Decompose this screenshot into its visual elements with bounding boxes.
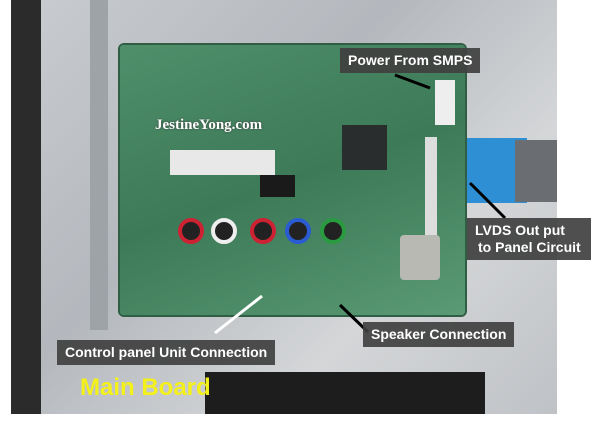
rca-red	[178, 218, 204, 244]
rca-white	[211, 218, 237, 244]
lvds-label-line1: LVDS Out put	[475, 222, 565, 238]
tuner	[400, 235, 440, 280]
lvds-arrow	[468, 181, 507, 220]
metal-rail	[90, 0, 108, 330]
chassis-edge	[11, 0, 41, 414]
rca-blue	[285, 218, 311, 244]
main-board-title: Main Board	[80, 374, 211, 401]
hdmi-port	[260, 175, 295, 197]
control-panel-label: Control panel Unit Connection	[57, 340, 276, 365]
lvds-connector	[425, 137, 437, 237]
control-panel-arrow	[214, 294, 263, 335]
rca-red-2	[250, 218, 276, 244]
lvds-label: LVDS Out put to Panel Circuit	[467, 218, 591, 260]
lvds-label-line2: to Panel Circuit	[478, 239, 581, 255]
power-arrow	[394, 73, 431, 90]
foil-tape	[515, 140, 557, 202]
watermark: JestineYong.com	[155, 117, 263, 133]
speaker-label: Speaker Connection	[363, 322, 515, 347]
power-label: Power From SMPS	[340, 48, 481, 73]
main-board-pcb	[120, 45, 465, 315]
barcode-sticker	[170, 150, 275, 175]
power-connector	[435, 80, 455, 125]
speaker	[205, 372, 485, 414]
main-processor-chip	[342, 125, 387, 170]
rca-green	[320, 218, 346, 244]
